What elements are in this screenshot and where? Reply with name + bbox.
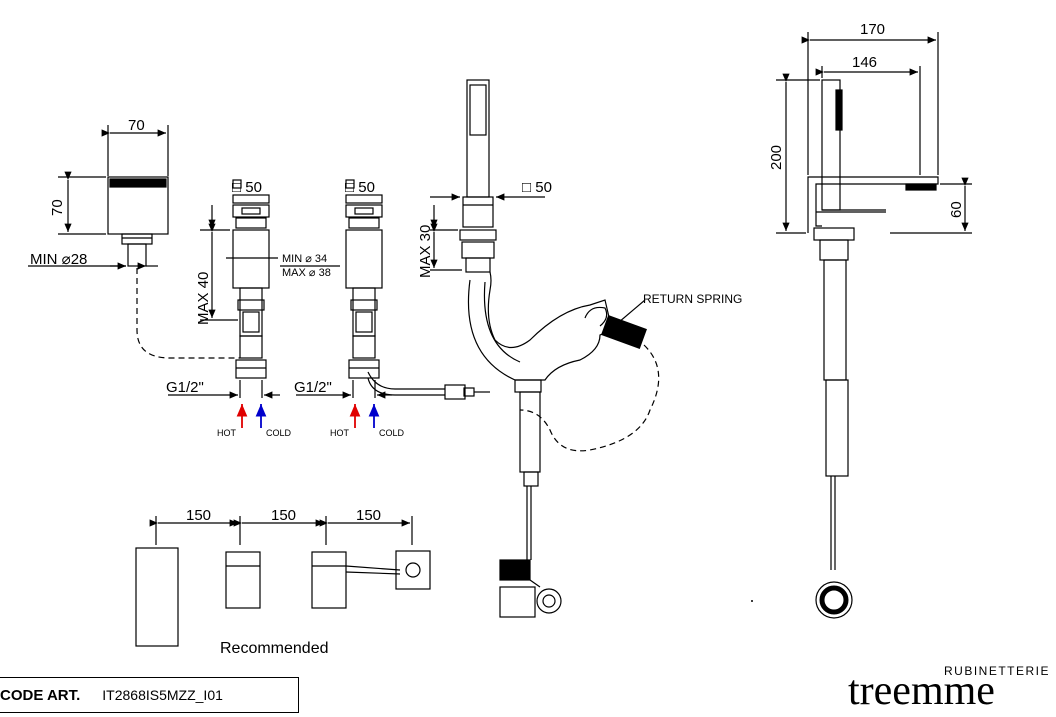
dim-min-diameter: MIN ⌀28 bbox=[30, 251, 87, 268]
valve-2 bbox=[296, 179, 490, 400]
brand-name: treemme bbox=[848, 668, 995, 714]
dim-block-height: 70 bbox=[49, 199, 66, 216]
handshower bbox=[430, 79, 660, 618]
dim-max30: MAX 30 bbox=[417, 225, 434, 278]
dim-spacing-1: 150 bbox=[186, 507, 211, 524]
label-return-spring: RETURN SPRING bbox=[643, 292, 742, 306]
dim-block-width: 70 bbox=[128, 117, 145, 134]
dim-side-200: 200 bbox=[768, 145, 785, 170]
label-hot-a: HOT bbox=[217, 428, 237, 438]
dim-spacing-3: 150 bbox=[356, 507, 381, 524]
dim-max40: MAX 40 bbox=[195, 272, 212, 325]
label-hot-b: HOT bbox=[330, 428, 350, 438]
dim-g-half-b: G1/2" bbox=[294, 379, 332, 396]
recommended-layout bbox=[135, 516, 431, 647]
dim-square-a: □ 50 bbox=[232, 179, 262, 196]
label-cold-b: COLD bbox=[379, 428, 405, 438]
spout-block bbox=[28, 125, 240, 359]
side-view bbox=[776, 32, 972, 619]
dim-spacing-2: 150 bbox=[271, 507, 296, 524]
label-recommended: Recommended bbox=[220, 640, 329, 657]
dim-max-d38: MAX ⌀ 38 bbox=[282, 267, 331, 279]
dim-side-146: 146 bbox=[852, 54, 877, 71]
label-cold-a: COLD bbox=[266, 428, 292, 438]
dim-side-170: 170 bbox=[860, 21, 885, 38]
brand-logo: RUBINETTERIE treemme bbox=[842, 664, 1054, 717]
dim-square-b: □ 50 bbox=[345, 179, 375, 196]
code-art-box: CODE ART. IT2868IS5MZZ_I01 bbox=[0, 677, 299, 713]
brand-tagline: RUBINETTERIE bbox=[943, 664, 1050, 678]
valve-1 bbox=[168, 179, 280, 399]
dim-square-c: □ 50 bbox=[522, 179, 552, 196]
dim-g-half-a: G1/2" bbox=[166, 379, 204, 396]
code-art-label: CODE ART. bbox=[0, 686, 81, 704]
dim-min-d34: MIN ⌀ 34 bbox=[282, 253, 327, 265]
dim-side-60: 60 bbox=[948, 201, 965, 218]
code-art-value: IT2868IS5MZZ_I01 bbox=[102, 687, 223, 703]
